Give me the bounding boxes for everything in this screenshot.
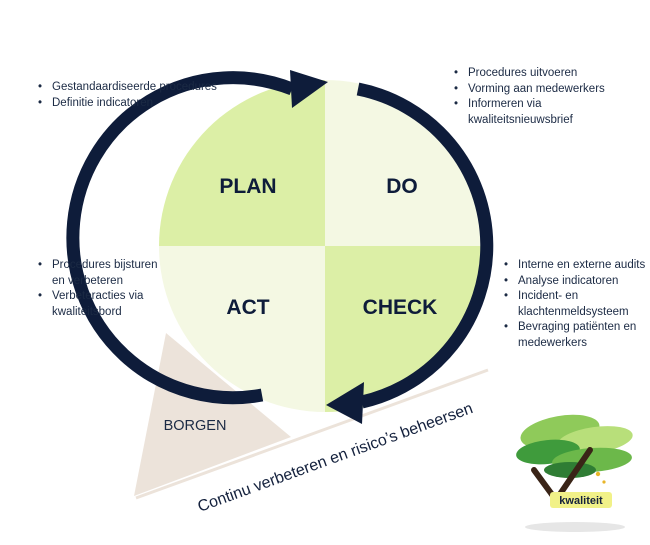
quadrant-act xyxy=(159,246,325,412)
tree-icon xyxy=(516,414,633,503)
arrow-head-bottom xyxy=(326,382,364,424)
note-item: Gestandaardiseerde procedures xyxy=(36,80,246,96)
borgen-wedge xyxy=(134,333,291,496)
quadrant-check xyxy=(325,246,491,412)
note-item: Interne en externe audits xyxy=(502,258,646,274)
notes-do: Procedures uitvoerenVorming aan medewerk… xyxy=(452,66,642,128)
logo-shadow xyxy=(525,522,625,532)
notes-check: Interne en externe auditsAnalyse indicat… xyxy=(502,258,646,351)
borgen-label: BORGEN xyxy=(164,418,227,434)
note-item: Procedures bijsturen en verbeteren xyxy=(36,258,166,289)
pdca-circle xyxy=(159,80,491,412)
label-check: CHECK xyxy=(363,296,438,319)
kwaliteit-logo: kwaliteit xyxy=(516,414,633,532)
note-item: Procedures uitvoeren xyxy=(452,66,642,82)
notes-plan: Gestandaardiseerde proceduresDefinitie i… xyxy=(36,80,246,111)
label-act: ACT xyxy=(226,296,269,319)
incline-line xyxy=(135,368,489,500)
note-item: Definitie indicatoren xyxy=(36,96,246,112)
logo-label-bg xyxy=(550,492,612,508)
logo-text: kwaliteit xyxy=(559,495,603,507)
note-item: Bevraging patiënten en medewerkers xyxy=(502,320,646,351)
quadrant-do xyxy=(325,80,491,246)
cycle-arc-right xyxy=(356,82,494,409)
arrow-head-top xyxy=(290,70,328,108)
label-plan: PLAN xyxy=(219,175,276,198)
note-item: Verbeteracties via kwaliteitsbord xyxy=(36,289,166,320)
notes-act: Procedures bijsturen en verbeterenVerbet… xyxy=(36,258,166,320)
note-item: Vorming aan medewerkers xyxy=(452,82,642,98)
note-item: Analyse indicatoren xyxy=(502,274,646,290)
quadrant-plan xyxy=(159,80,325,246)
note-item: Informeren via kwaliteitsnieuwsbrief xyxy=(452,97,642,128)
note-item: Incident- en klachtenmeldsysteem xyxy=(502,289,646,320)
label-do: DO xyxy=(386,175,418,198)
